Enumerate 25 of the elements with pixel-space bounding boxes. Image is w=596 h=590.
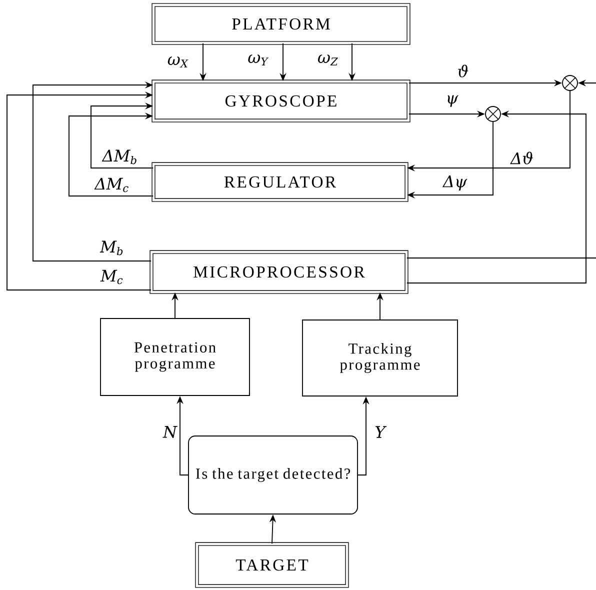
summing-junction [562,75,578,91]
edge-label: M$_{b}$ [100,240,123,256]
edge-label: Δψ [442,176,468,190]
block-box: REGULATOR [152,162,408,202]
edge-label: Δϑ [510,152,533,164]
summing-junction [485,106,501,122]
block-box: GYROSCOPE [152,80,410,122]
edge-label: N [162,426,178,438]
arrow [90,102,154,168]
block-box: TARGET [195,542,349,588]
program-box: Penetration programme [100,318,250,396]
edge-label: ω$_{Y}$ [248,54,269,66]
program-box: Tracking programme [302,320,458,396]
block-box: PLATFORM [152,3,410,45]
edge-label: Y [376,426,387,438]
edge-label: ΔM$_{c}$ [94,178,128,192]
edge-label: ω$_{Z}$ [318,54,338,66]
edge-label: ΔM$_{b}$ [102,150,136,164]
edge-label: ω$_{X}$ [168,56,188,68]
block-box: MICROPROCESSOR [150,250,408,294]
edge-label: ϑ [458,64,468,78]
edge-label: M$_{c}$ [100,270,123,284]
arrow [68,112,154,196]
edge-label: ψ [448,95,458,107]
decision-box: Is the target detected? [188,436,358,514]
